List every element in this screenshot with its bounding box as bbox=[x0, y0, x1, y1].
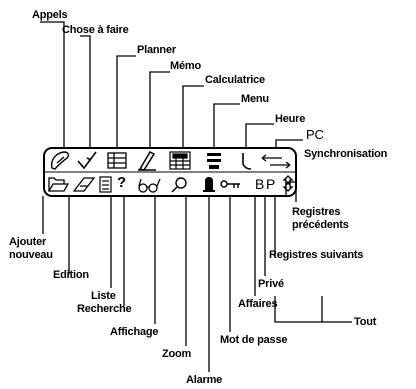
label-synchronisation: Synchronisation bbox=[304, 148, 388, 160]
key-icon bbox=[220, 180, 240, 188]
label-recherche: Recherche bbox=[77, 303, 132, 315]
list-icon bbox=[99, 176, 112, 193]
label-affaires: Affaires bbox=[238, 298, 278, 310]
leader-pc bbox=[275, 139, 303, 148]
magnifier-icon bbox=[171, 177, 187, 193]
eraser-icon bbox=[72, 177, 96, 192]
label-edition: Edition bbox=[53, 269, 89, 281]
glasses-icon bbox=[138, 178, 161, 193]
label-appels: Appels bbox=[32, 9, 68, 21]
label-mot-de-passe: Mot de passe bbox=[220, 334, 288, 346]
updown-arrows-icon bbox=[282, 175, 294, 192]
label-menu: Menu bbox=[241, 93, 269, 105]
leader-planner bbox=[116, 55, 136, 148]
planner-icon bbox=[107, 152, 127, 169]
leader-menu bbox=[213, 103, 240, 148]
bell-icon bbox=[203, 177, 215, 192]
business-letter-icon: B bbox=[255, 176, 265, 192]
memo-pen-icon bbox=[138, 151, 156, 171]
label-planner: Planner bbox=[137, 44, 176, 56]
private-letter-icon: P bbox=[266, 176, 276, 192]
leader-appels bbox=[40, 21, 65, 148]
label-tout: Tout bbox=[354, 316, 377, 328]
leader-heure bbox=[245, 123, 274, 148]
label-nouveau: nouveau bbox=[9, 249, 53, 261]
label-memo: Mémo bbox=[170, 60, 201, 72]
clock-hand-icon bbox=[242, 153, 252, 170]
label-prive: Privé bbox=[258, 278, 284, 290]
label-affichage: Affichage bbox=[110, 326, 159, 338]
calculator-icon bbox=[169, 151, 191, 170]
leader-calculatrice bbox=[182, 85, 204, 148]
label-registres-suivants: Registres suivants bbox=[269, 249, 364, 261]
label-registres-precedents-2: précédents bbox=[292, 219, 349, 231]
sync-arrows-icon bbox=[261, 154, 291, 169]
label-zoom: Zoom bbox=[162, 348, 192, 360]
checkmark-icon bbox=[77, 151, 97, 170]
phone-icon bbox=[50, 151, 70, 170]
bracket-tout bbox=[274, 296, 323, 323]
leader-memo bbox=[149, 71, 170, 148]
label-liste: Liste bbox=[91, 290, 116, 302]
label-alarme: Alarme bbox=[186, 374, 223, 386]
label-heure: Heure bbox=[275, 113, 306, 125]
leader-chose-a-faire bbox=[80, 35, 91, 148]
label-chose-a-faire: Chose à faire bbox=[62, 24, 129, 36]
label-pc: PC bbox=[306, 127, 324, 142]
label-calculatrice: Calculatrice bbox=[205, 74, 265, 86]
folder-icon bbox=[47, 177, 70, 192]
label-registres-precedents-1: Registres bbox=[292, 206, 341, 218]
label-ajouter: Ajouter bbox=[9, 236, 47, 248]
menu-icon bbox=[207, 153, 221, 169]
question-icon: ? bbox=[117, 174, 126, 191]
